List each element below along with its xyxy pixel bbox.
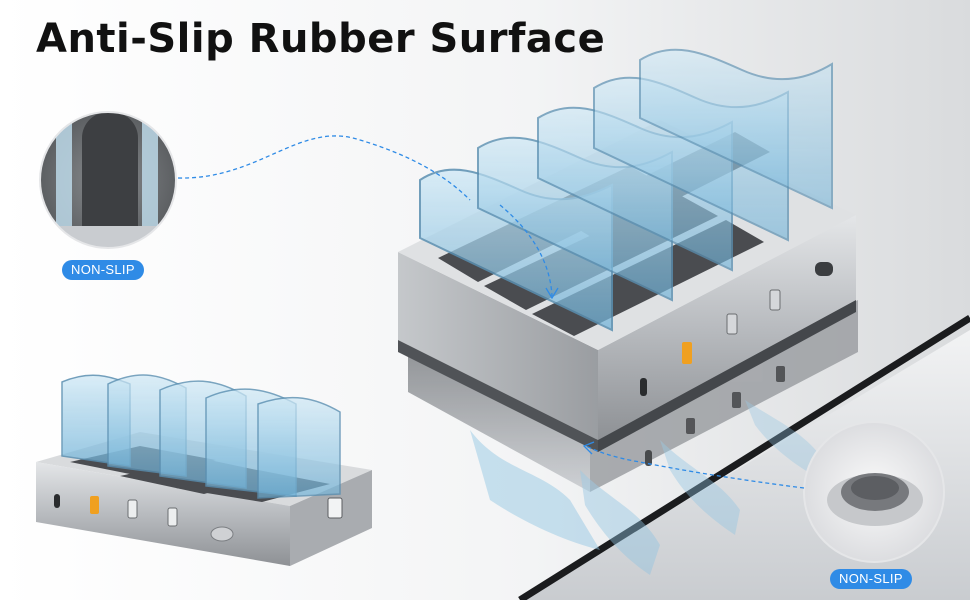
right-callout [582,421,945,563]
small-power-switch [210,526,234,542]
station-front-face [398,252,598,440]
small-charging-station [36,374,372,566]
acrylic-dividers [419,48,833,332]
usb-c-fast-port [682,342,692,364]
dashed-connector-left [177,135,471,201]
small-acrylic-dividers [61,374,341,499]
dashed-connector-right [585,445,805,489]
small-usb-a-port [127,499,138,519]
usb-a-port [726,313,738,335]
headline: Anti-Slip Rubber Surface [36,16,606,62]
shelf-edge [518,315,970,600]
non-slip-badge-left: NON-SLIP [62,260,144,280]
station-reflection [408,300,858,575]
large-charging-station [398,48,858,575]
usb-a-port [769,289,781,311]
power-switch [815,262,833,276]
small-usb-c-port [54,494,60,508]
station-ports [640,262,833,396]
small-usb-c-fast-port [90,496,99,514]
small-side-switch [327,497,343,519]
usb-c-port [640,378,647,396]
non-slip-badge-right: NON-SLIP [830,569,912,589]
station-base-strip [398,340,598,452]
small-usb-a-port [167,507,178,527]
